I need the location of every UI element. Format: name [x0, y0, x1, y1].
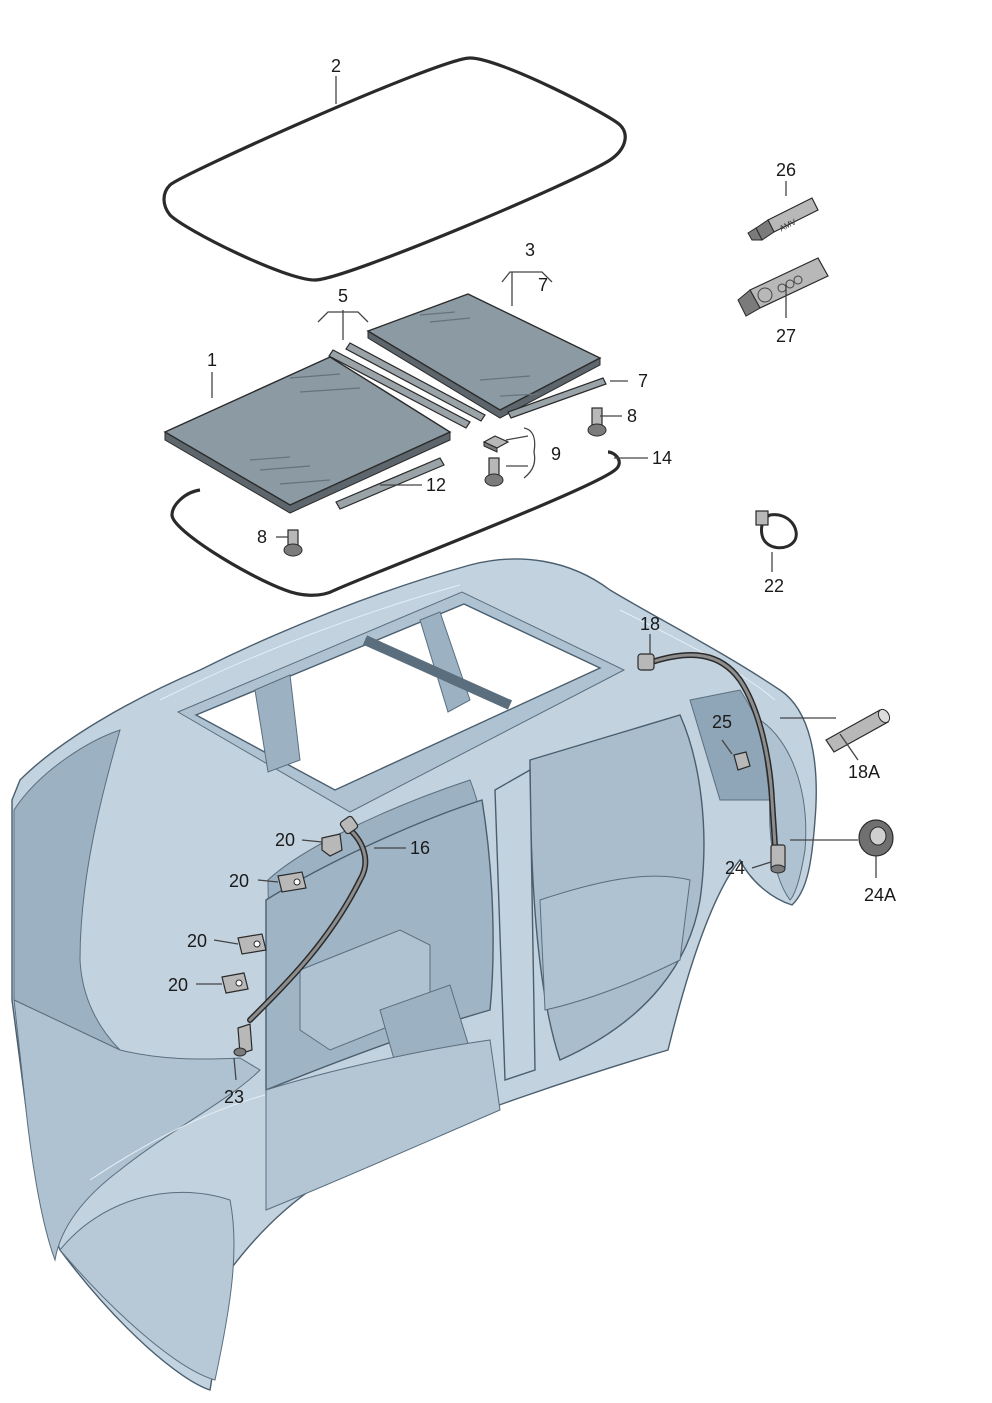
label-8-lower: 8	[257, 527, 267, 547]
label-5: 5	[338, 286, 348, 306]
tube-27	[737, 257, 829, 317]
drain-hose-16	[247, 815, 369, 1023]
label-9: 9	[551, 444, 561, 464]
label-24: 24	[725, 858, 745, 878]
label-16: 16	[410, 838, 430, 858]
clip-20-c	[237, 933, 267, 955]
label-2: 2	[331, 56, 341, 76]
glass-panel-3	[366, 293, 602, 419]
bolt-8-right	[587, 407, 607, 437]
label-20-d: 20	[168, 975, 188, 995]
clip-20-a	[321, 833, 343, 857]
drain-hose-18	[637, 652, 778, 848]
label-18a: 18A	[848, 762, 880, 782]
clip-20-b	[277, 871, 307, 893]
tube-26: AMV	[747, 197, 819, 241]
label-26: 26	[776, 160, 796, 180]
leader-lines	[196, 76, 877, 1081]
label-25: 25	[712, 712, 732, 732]
valve-23	[233, 1023, 253, 1057]
strip-7	[507, 377, 607, 419]
label-14: 14	[652, 448, 672, 468]
label-12: 12	[426, 475, 446, 495]
seal-14	[170, 450, 621, 597]
label-22: 22	[764, 576, 784, 596]
label-20-b: 20	[229, 871, 249, 891]
clip-9-nut	[482, 435, 510, 453]
valve-24	[770, 844, 786, 874]
clip-20-d	[221, 972, 249, 994]
label-18: 18	[640, 614, 660, 634]
bolt-8-lower	[283, 529, 303, 557]
frame-seal-2	[162, 56, 627, 282]
car-body	[11, 558, 817, 1391]
clamp-22	[755, 510, 798, 550]
strips-5	[328, 342, 486, 429]
clip-9-bolt	[484, 457, 504, 487]
label-3: 3	[525, 240, 535, 260]
label-1: 1	[207, 350, 217, 370]
pipe-18a	[825, 708, 891, 753]
callout-labels: 2 1 5 3 7 7 8 8 9 12 14 16 18 18A 20 20 …	[168, 56, 896, 1107]
clip-25	[733, 751, 751, 771]
label-7-right: 7	[638, 371, 648, 391]
label-20-a: 20	[275, 830, 295, 850]
label-24a: 24A	[864, 885, 896, 905]
label-8-right: 8	[627, 406, 637, 426]
grommet-24a	[858, 819, 894, 857]
glass-panel-1	[163, 356, 452, 514]
label-23: 23	[224, 1087, 244, 1107]
label-20-c: 20	[187, 931, 207, 951]
label-7-top: 7	[538, 275, 548, 295]
label-27: 27	[776, 326, 796, 346]
strip-12	[335, 457, 445, 510]
